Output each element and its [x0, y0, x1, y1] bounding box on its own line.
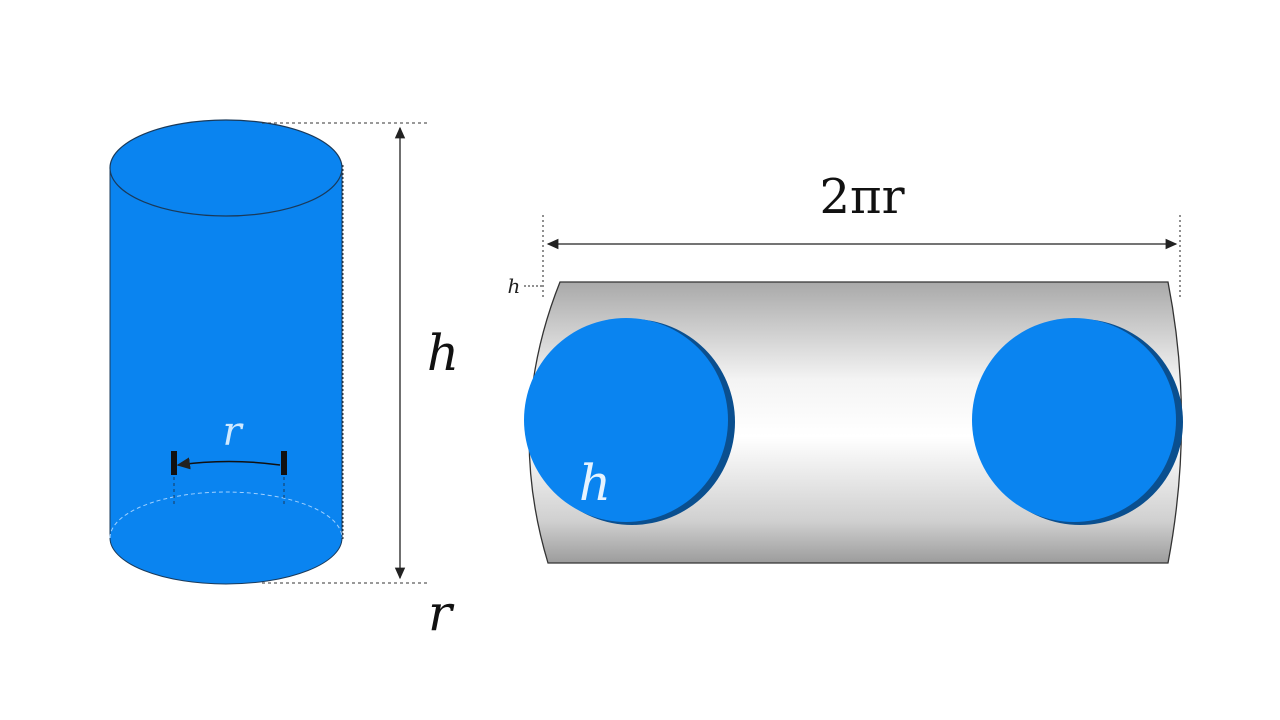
- circumference-label: 2πr: [819, 169, 904, 225]
- cylinder-top: [109, 119, 343, 217]
- radius-arrow: [176, 457, 281, 470]
- height-label: h: [427, 324, 459, 382]
- right-disc: [972, 318, 1176, 522]
- radius-label: r: [428, 584, 455, 642]
- radius-label-on-cylinder: r: [222, 409, 244, 455]
- cylinder-hidden-base-edge: [109, 491, 343, 539]
- cylinder-net: h 2πr h: [508, 169, 1183, 564]
- height-dimension: h r: [262, 122, 459, 642]
- cylinder: r: [109, 119, 343, 585]
- left-disc: [524, 318, 728, 522]
- small-mark-label: h: [508, 274, 521, 298]
- disc-height-label: h: [579, 454, 611, 512]
- cylinder-body: [109, 167, 343, 585]
